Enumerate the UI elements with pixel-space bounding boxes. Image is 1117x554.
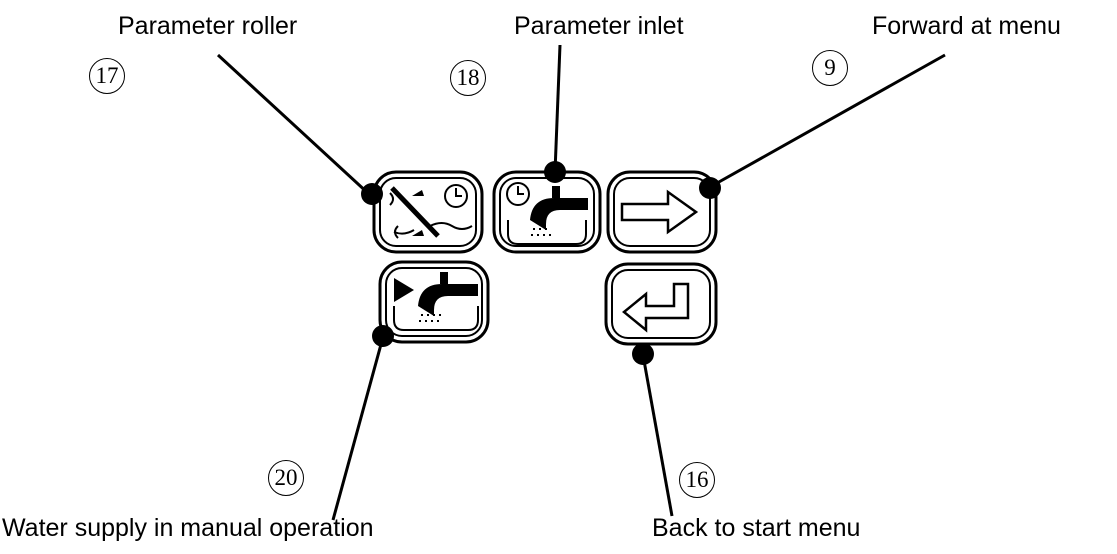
dot-water-supply (372, 325, 394, 347)
dot-parameter-roller (361, 183, 383, 205)
callout-16: 16 (679, 462, 715, 498)
callout-18: 18 (450, 60, 486, 96)
callout-17: 17 (89, 58, 125, 94)
tap-clock-icon (506, 182, 588, 245)
return-arrow-icon (622, 282, 690, 333)
leader-forward (709, 53, 946, 189)
leader-parameter-inlet (553, 44, 562, 173)
label-forward-at-menu: Forward at menu (872, 12, 1061, 40)
leader-lines (216, 44, 946, 521)
label-parameter-roller: Parameter roller (118, 12, 298, 40)
label-parameter-inlet: Parameter inlet (514, 12, 684, 40)
callout-dots (361, 161, 721, 365)
forward-at-menu-button[interactable] (606, 170, 718, 254)
arrow-right-icon (620, 189, 699, 235)
dot-forward (699, 177, 721, 199)
leader-water-supply (331, 336, 385, 521)
dot-back (632, 343, 654, 365)
back-to-start-menu-button[interactable] (604, 262, 718, 346)
parameter-roller-button[interactable] (372, 170, 484, 254)
callout-9: 9 (812, 50, 848, 86)
leader-parameter-roller (216, 53, 372, 197)
water-supply-manual-button[interactable] (378, 260, 490, 344)
tap-play-icon (393, 272, 479, 331)
roller-clock-icon (389, 184, 473, 239)
label-back-to-start-menu: Back to start menu (652, 514, 861, 542)
label-water-supply-manual: Water supply in manual operation (2, 514, 374, 542)
callout-20: 20 (268, 460, 304, 496)
leader-back (641, 354, 674, 517)
dot-parameter-inlet (544, 161, 566, 183)
parameter-inlet-button[interactable] (492, 170, 602, 254)
